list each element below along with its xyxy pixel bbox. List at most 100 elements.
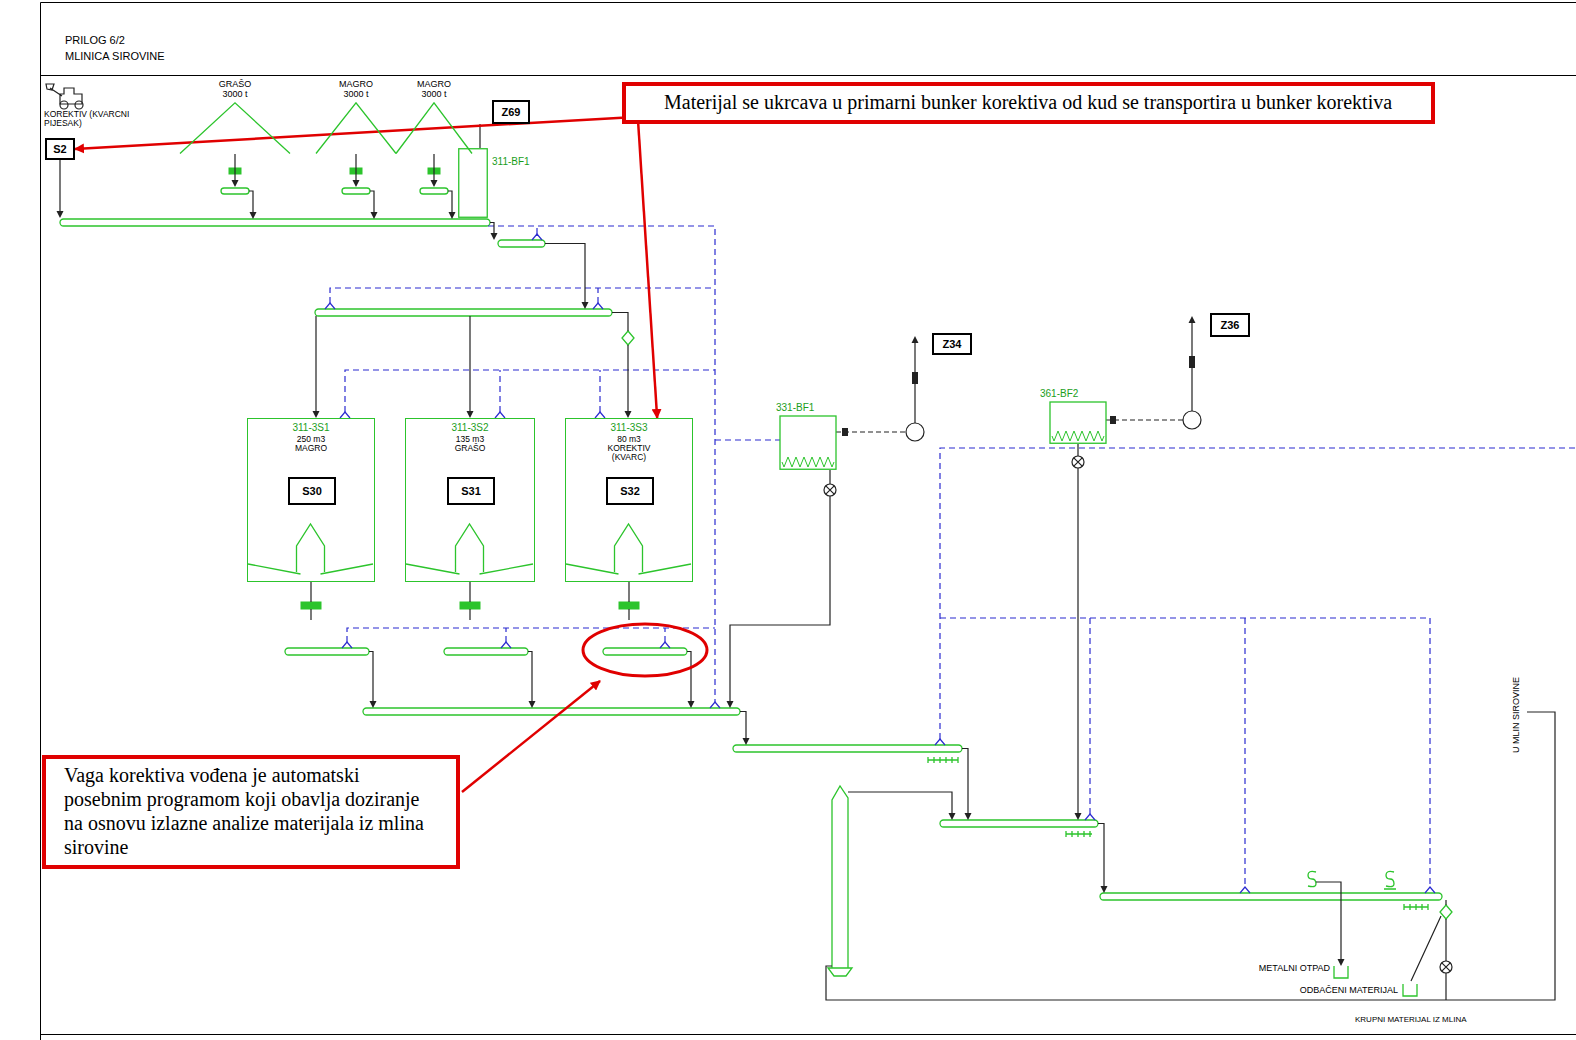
pile-label: GRAŠO 3000 t <box>215 80 255 100</box>
pile-label: MAGRO 3000 t <box>414 80 454 100</box>
capacity-label: 250 m3 MAGRO <box>288 435 334 454</box>
tag-box: S32 <box>606 477 654 505</box>
drawing-title: MLINICA SIROVINE <box>65 50 165 62</box>
silo-hopper <box>566 524 691 574</box>
loader-wheel <box>60 101 68 109</box>
filter-housing <box>458 148 488 218</box>
tag-code: S30 <box>302 485 322 497</box>
weigh-belt <box>285 648 369 655</box>
bag-filter: 361-BF2 <box>1040 388 1114 444</box>
material-pile: MAGRO 3000 t <box>316 80 396 154</box>
note-callout: Materijal se ukrcava u primarni bunker k… <box>622 82 1435 124</box>
exhaust-duct <box>836 420 1183 432</box>
tag-box: S30 <box>288 477 336 505</box>
capacity-label: 80 m3 KOREKTIV (KVARC) <box>603 435 655 463</box>
tag-code: Z36 <box>1221 319 1240 331</box>
pointer-arrow <box>75 118 622 149</box>
dedusting-duct <box>330 226 1576 887</box>
note-text: Vaga korektiva vođena je automatski pose… <box>64 763 442 859</box>
material-pile: GRAŠO 3000 t <box>180 80 290 154</box>
conveyors <box>60 188 1452 996</box>
tag-code: S31 <box>461 485 481 497</box>
tag-box: S2 <box>45 138 75 160</box>
equipment-code: 331-BF1 <box>776 402 840 414</box>
equipment-code: 311-BF1 <box>492 156 530 167</box>
material-note: KOREKTIV (KVARCNI PIJESAK) <box>44 110 148 129</box>
feeder-belt <box>342 188 370 194</box>
feeder-belt <box>420 188 448 194</box>
tag-box: S31 <box>447 477 495 505</box>
dosing-gate <box>619 602 639 609</box>
belt-conveyor <box>940 820 1098 827</box>
stack-pipe <box>915 323 1192 423</box>
dosing-gate <box>460 602 480 609</box>
pile-outline <box>180 103 290 154</box>
valve-cross <box>826 458 1450 971</box>
tag-box: Z69 <box>492 100 530 124</box>
silo-hopper <box>248 524 373 574</box>
bin-label: METALNI OTPAD <box>1259 964 1330 974</box>
storage-silo: 311-3S2135 m3 GRAŠOS31 <box>405 418 535 582</box>
tag-code: Z69 <box>502 106 521 118</box>
tag-box: Z36 <box>1210 313 1250 337</box>
tag-box: Z34 <box>932 333 972 355</box>
belt-conveyor <box>315 309 612 316</box>
exhaust-fan <box>836 323 1201 441</box>
flow-destination: U MLIN SIROVINE <box>1512 677 1522 753</box>
feeder-belt <box>221 188 249 194</box>
flow-source: KRUPNI MATERIJAL IZ MLINA <box>1355 1016 1467 1025</box>
loader-icon <box>46 84 83 109</box>
note-text: Materijal se ukrcava u primarni bunker k… <box>664 90 1401 114</box>
leader-line <box>462 681 600 792</box>
pile-outline <box>396 103 472 154</box>
bin-label: ODBAČENI MATERIJAL <box>1300 986 1398 996</box>
material-pile: MAGRO 3000 t <box>396 80 472 154</box>
storage-silo: 311-3S380 m3 KOREKTIV (KVARC) S32 <box>565 418 693 582</box>
belt-conveyor <box>60 219 490 226</box>
silo-hopper <box>406 524 533 574</box>
filter-housing <box>780 416 836 469</box>
equipment-code: 361-BF2 <box>1040 388 1114 400</box>
belt-conveyor <box>733 745 962 752</box>
pile-outline <box>316 103 396 154</box>
storage-silo: 311-3S1250 m3 MAGRO S30 <box>247 418 375 582</box>
screw-conveyor <box>1052 431 1104 441</box>
dosing-gate <box>301 602 321 609</box>
pile-label: MAGRO 3000 t <box>336 80 376 100</box>
pointer-arrow <box>638 124 657 418</box>
equipment-code: 311-3S1 <box>248 422 374 434</box>
highlight-ring <box>583 624 707 676</box>
belt-conveyor <box>1100 893 1442 900</box>
belt-conveyor <box>363 708 740 715</box>
note-callout: Vaga korektiva vođena je automatski pose… <box>42 755 460 869</box>
sheet-number: PRILOG 6/2 <box>65 34 125 46</box>
dosing-gates <box>229 168 639 609</box>
frame-border <box>40 3 1576 1040</box>
weigh-belt <box>444 648 528 655</box>
tag-code: S32 <box>620 485 640 497</box>
loader-wheel <box>75 101 83 109</box>
fan-casing <box>906 423 924 441</box>
filter-housing <box>459 149 488 218</box>
metal-detector <box>928 757 1428 910</box>
capacity-label: 135 m3 GRAŠO <box>447 435 493 454</box>
bucket-elevator <box>828 786 852 976</box>
bag-filter: 331-BF1 <box>776 402 840 470</box>
belt-conveyor <box>498 240 545 247</box>
tag-code: Z34 <box>943 338 962 350</box>
bag-filter: 311-BF1 <box>458 148 548 218</box>
filter-housing <box>1050 402 1106 443</box>
equipment-code: 311-3S3 <box>566 422 692 434</box>
tag-code: S2 <box>53 143 66 155</box>
suction-hood <box>325 234 1435 893</box>
screw-conveyor <box>782 457 834 467</box>
magnetic-separator <box>1308 871 1396 889</box>
fan-casing <box>1183 411 1201 429</box>
damper-symbol <box>842 356 1195 436</box>
rotary-valve <box>824 456 1452 973</box>
weigh-belt <box>603 648 687 655</box>
